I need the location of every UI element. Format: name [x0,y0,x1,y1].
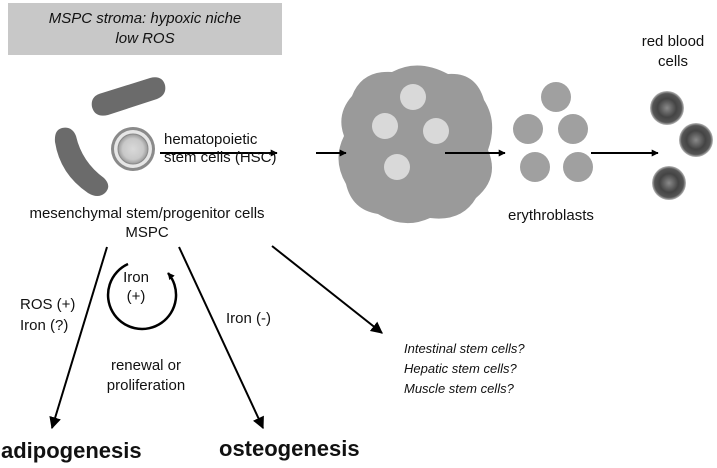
renewal-label-line2: proliferation [106,377,186,394]
adipogenesis-label: adipogenesis [1,438,142,463]
arrow-osteogenesis [178,246,264,430]
cluster-nucleus [372,113,398,139]
cluster-nucleus [400,84,426,110]
erythroblast [541,82,571,112]
renewal-loop-arrow [106,262,178,331]
hsc-label: hematopoietic stem cells (HSC) [164,131,277,167]
adipo-factor-iron: Iron (?) [20,317,69,334]
osteogenesis-label: osteogenesis [219,436,360,461]
hsc-label-line2: stem cells (HSC) [164,149,277,166]
red-blood-cell [679,123,713,157]
hsc-cell [111,127,155,171]
renewal-loop-line1: Iron [123,269,149,286]
rbc-label-line1: red blood [641,33,705,50]
rbc-label-line2: cells [657,53,688,70]
differentiation-arrows [49,245,383,430]
arrow-adipogenesis [49,246,108,430]
stroma-cells [54,77,166,196]
niche-box-line2: low ROS [115,30,175,47]
niche-box: MSPC stroma: hypoxic niche low ROS [8,3,282,55]
progenitor-cluster [338,65,493,224]
cluster-nucleus [423,118,449,144]
cluster-body [338,65,493,224]
other-stem-cells: Intestinal stem cells? Hepatic stem cell… [404,339,525,399]
red-blood-cell [650,91,684,125]
rbc-label: red blood cells [638,32,708,72]
erythroblast [520,152,550,182]
niche-box-line1: MSPC stroma: hypoxic niche [48,10,242,27]
renewal-label: renewal or proliferation [96,356,196,396]
other-stem-cell-item: Hepatic stem cells? [404,361,517,376]
red-blood-cell [652,166,686,200]
renewal-loop-label: Iron (+) [116,268,156,306]
renewal-loop-line2: (+) [126,288,146,305]
mspc-label: mesenchymal stem/progenitor cells MSPC [4,204,290,242]
cluster-nucleus [384,154,410,180]
mspc-label-line1: mesenchymal stem/progenitor cells [29,205,265,222]
erythroblast-cells [513,82,593,182]
stroma-cell-left [54,127,109,196]
adipo-factor-ros: ROS (+) [20,296,76,313]
niche-box-text: MSPC stroma: hypoxic niche low ROS [8,9,282,49]
osteo-factor: Iron (-) [226,310,271,327]
hsc-label-line1: hematopoietic [164,131,258,148]
other-stem-cell-item: Muscle stem cells? [404,381,514,396]
other-stem-cell-item: Intestinal stem cells? [404,341,525,356]
stroma-cell-top [91,77,166,116]
erythroblasts-label: erythroblasts [508,207,594,224]
erythroblast [513,114,543,144]
renewal-label-line1: renewal or [110,357,182,374]
mspc-label-line2: MSPC [125,224,169,241]
erythroblast [563,152,593,182]
arrow-other-stem-cells [271,245,383,334]
adipo-factors: ROS (+) Iron (?) [20,294,75,336]
red-blood-cells [650,91,713,200]
erythroblast [558,114,588,144]
